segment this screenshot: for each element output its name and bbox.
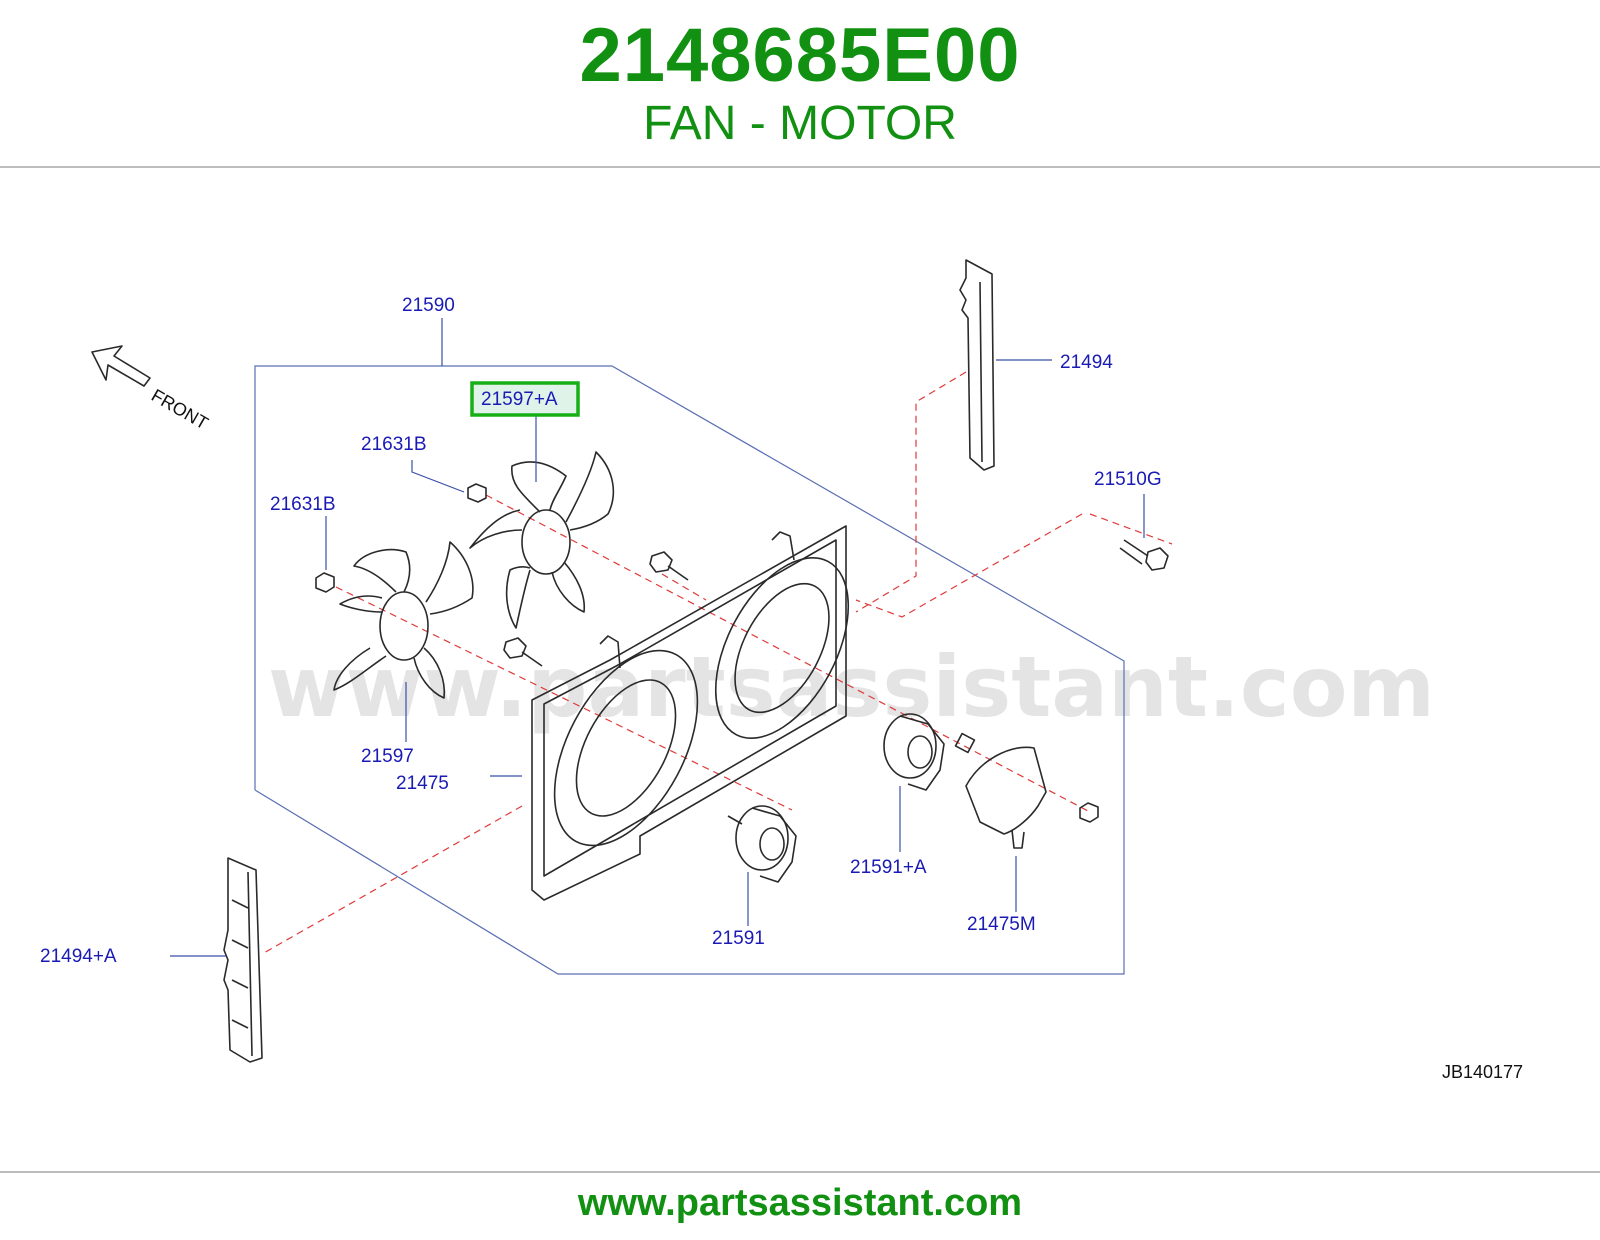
highlighted-callout-box [470, 381, 580, 417]
front-label: FRONT [148, 385, 212, 433]
nut-lower [315, 572, 335, 593]
nut-upper [467, 483, 487, 503]
motor-cover [965, 746, 1047, 849]
front-arrow-icon [91, 345, 151, 387]
bolt-upper [649, 551, 689, 581]
callout-21590[interactable]: 21590 [402, 295, 455, 316]
air-guide-upper [959, 259, 995, 471]
callout-21494a[interactable]: 21494+A [40, 946, 117, 967]
footer-divider [0, 1171, 1600, 1173]
fan-blade-lower [333, 541, 474, 699]
callout-21494[interactable]: 21494 [1060, 352, 1113, 373]
callout-21475[interactable]: 21475 [396, 773, 449, 794]
callout-leaders [170, 318, 1145, 957]
nut-right [1079, 802, 1099, 823]
callout-21475m[interactable]: 21475M [967, 914, 1036, 935]
footer-website-link[interactable]: www.partsassistant.com [577, 1182, 1023, 1224]
header-divider [0, 166, 1600, 168]
assembly-outline [254, 365, 1125, 975]
bolt-lower [503, 637, 543, 667]
callout-21591[interactable]: 21591 [712, 928, 765, 949]
part-number-title: 2148685E00 [579, 13, 1021, 98]
fan-motor-21591 [727, 805, 797, 883]
callout-21597a[interactable]: 21597+A [481, 389, 558, 410]
diagram-reference-code: JB140177 [1442, 1062, 1523, 1082]
callout-21510g[interactable]: 21510G [1094, 469, 1162, 490]
callout-21591a[interactable]: 21591+A [850, 857, 927, 878]
callout-21631b-lower[interactable]: 21631B [270, 494, 336, 515]
part-name-subtitle: FAN - MOTOR [643, 97, 957, 150]
screw-21510g [1119, 539, 1169, 571]
callout-21597[interactable]: 21597 [361, 746, 414, 767]
fan-motor-21591a [883, 713, 976, 791]
callout-21631b-upper[interactable]: 21631B [361, 434, 427, 455]
fan-blade-upper [469, 451, 615, 629]
page-header: 2148685E00 FAN - MOTOR [0, 0, 1600, 168]
fan-shroud-frame [531, 525, 850, 901]
air-guide-lower [223, 857, 263, 1063]
